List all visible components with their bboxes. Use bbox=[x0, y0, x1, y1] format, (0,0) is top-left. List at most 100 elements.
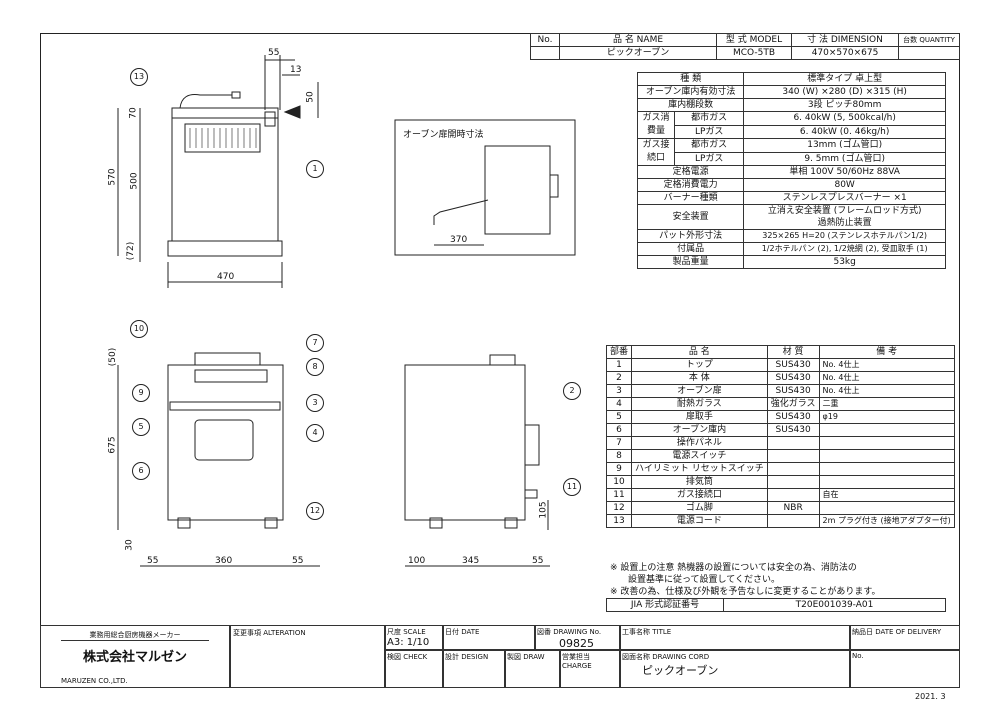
callout-bubble: 9 bbox=[132, 384, 150, 402]
parts-cell: 電源コード bbox=[631, 514, 768, 528]
date-cell: 日付 DATE bbox=[443, 625, 535, 650]
side-body bbox=[404, 364, 526, 521]
delivery-cell: 納品日 DATE OF DELIVERY bbox=[850, 625, 960, 650]
title-cell: 工事名称 TITLE bbox=[620, 625, 850, 650]
callout-bubble: 10 bbox=[130, 320, 148, 338]
scale-value: A3: 1/10 bbox=[387, 637, 430, 648]
control-panel bbox=[194, 369, 268, 383]
dim-label: 70 bbox=[128, 107, 139, 119]
door-handle bbox=[169, 401, 281, 411]
parts-cell: 2m プラグ付き (接地アダプター付) bbox=[818, 514, 955, 528]
no-cell: No. bbox=[850, 650, 960, 688]
callout-bubble: 7 bbox=[306, 334, 324, 352]
dim-label: 345 bbox=[462, 556, 480, 566]
door-open-label: オーブン扉開時寸法 bbox=[403, 130, 484, 140]
design-cell: 設計 DESIGN bbox=[443, 650, 505, 688]
note-line: ※ 改善の為、仕様及び外観を予告なしに変更することがあります。 bbox=[610, 587, 881, 597]
callout-bubble: 3 bbox=[306, 394, 324, 412]
dim-label: 570 bbox=[107, 168, 118, 186]
dim-label: (72) bbox=[126, 241, 137, 261]
gas-inlet-top bbox=[264, 111, 276, 127]
dim-label: 360 bbox=[215, 556, 233, 566]
door-open-frame bbox=[394, 119, 576, 256]
company-name: 株式会社マルゼン bbox=[82, 650, 187, 665]
exhaust-grille bbox=[184, 123, 261, 153]
cord-cell: 図面名称 DRAWING CORD ピックオーブン bbox=[620, 650, 850, 688]
spec-label: 庫内棚段数 bbox=[636, 98, 745, 112]
callout-bubble: 5 bbox=[132, 418, 150, 436]
burner-top bbox=[194, 352, 261, 366]
front-body bbox=[167, 364, 284, 521]
cord-label: 図面名称 DRAWING CORD bbox=[622, 653, 710, 661]
power-cord bbox=[179, 94, 232, 109]
side-foot-left bbox=[429, 517, 443, 529]
dim-label: 470 bbox=[217, 272, 235, 282]
callout-bubble: 1 bbox=[306, 160, 324, 178]
side-foot-right bbox=[504, 517, 518, 529]
maker-cell: 業務用総合厨房機器メーカー 株式会社マルゼン MARUZEN CO.,LTD. bbox=[40, 625, 230, 688]
callout-bubble: 8 bbox=[306, 358, 324, 376]
alteration-cell: 変更事項 ALTERATION bbox=[230, 625, 385, 688]
cord-value: ピックオーブン bbox=[642, 664, 719, 677]
drawing-no-label: 図番 DRAWING No. bbox=[537, 628, 602, 636]
draw-cell: 製図 DRAW bbox=[505, 650, 560, 688]
scale-cell: 尺度 SCALE A3: 1/10 bbox=[385, 625, 443, 650]
top-view-base bbox=[167, 240, 283, 257]
dim-label: 370 bbox=[450, 235, 468, 245]
open-door bbox=[433, 199, 489, 225]
charge-cell: 営業担当 CHARGE bbox=[560, 650, 620, 688]
side-burner bbox=[489, 354, 516, 366]
callout-bubble: 13 bbox=[130, 68, 148, 86]
callout-bubble: 6 bbox=[132, 462, 150, 480]
dim-label: 30 bbox=[124, 539, 135, 551]
dim-label: 55 bbox=[147, 556, 159, 566]
door-open-duct bbox=[549, 174, 559, 198]
title-block: 業務用総合厨房機器メーカー 株式会社マルゼン MARUZEN CO.,LTD. … bbox=[40, 625, 960, 688]
dim-label: 50 bbox=[305, 91, 316, 103]
scale-label: 尺度 SCALE bbox=[387, 628, 426, 636]
door-open-oven bbox=[484, 145, 551, 235]
foot-right bbox=[264, 517, 278, 529]
note-line: 設置基準に従って設置してください。 bbox=[628, 575, 781, 585]
dim-label: 105 bbox=[538, 501, 549, 519]
check-cell: 検図 CHECK bbox=[385, 650, 443, 688]
dim-label: 13 bbox=[290, 65, 302, 75]
plug bbox=[231, 91, 241, 99]
callout-bubble: 4 bbox=[306, 424, 324, 442]
foot-left bbox=[177, 517, 191, 529]
year-label: 2021. 3 bbox=[915, 692, 946, 701]
side-duct bbox=[524, 424, 540, 466]
note-line: ※ 設置上の注意 熱機器の設置については安全の為、消防法の bbox=[610, 563, 857, 573]
dim-label: 500 bbox=[129, 172, 140, 190]
company-en: MARUZEN CO.,LTD. bbox=[61, 677, 128, 685]
glass-window bbox=[194, 419, 254, 461]
spec-label: 製品重量 bbox=[636, 255, 745, 269]
dim-label: 100 bbox=[408, 556, 426, 566]
callout-bubble: 12 bbox=[306, 502, 324, 520]
drawing-no-cell: 図番 DRAWING No. 09825 bbox=[535, 625, 620, 650]
dim-label: 675 bbox=[107, 436, 118, 454]
spec-label: ガス消費量 bbox=[637, 111, 675, 139]
spec-value: 立消え安全装置 (フレームロッド方式) bbox=[767, 206, 922, 216]
drawing-no-value: 09825 bbox=[559, 637, 594, 650]
jia-value: T20E001039-A01 bbox=[723, 598, 946, 612]
spec-label: 安全装置 bbox=[636, 204, 745, 230]
parts-cell: 6 bbox=[605, 423, 633, 437]
header-table: No. 品 名 NAME 型 式 MODEL 寸 法 DIMENSION 台数 … bbox=[530, 33, 960, 60]
callout-bubble: 11 bbox=[563, 478, 581, 496]
header-cell bbox=[898, 46, 960, 60]
callout-bubble: 2 bbox=[563, 382, 581, 400]
dim-label: (50) bbox=[108, 347, 119, 367]
top-view-top bbox=[171, 107, 279, 119]
